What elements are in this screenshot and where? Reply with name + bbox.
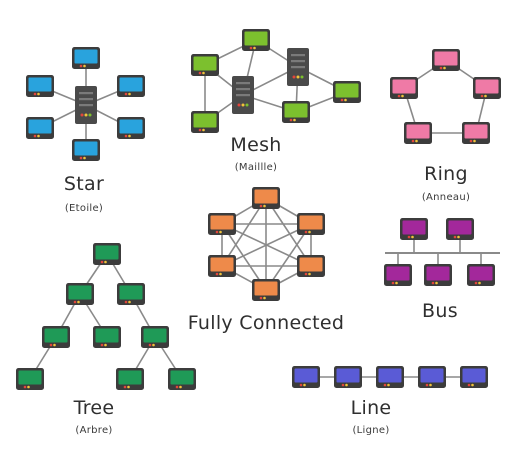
- line-subtitle: (Ligne): [352, 425, 390, 436]
- ring-title: Ring: [424, 163, 468, 185]
- tree-computer: [116, 368, 144, 390]
- devices: [16, 29, 501, 390]
- line-computer: [334, 366, 362, 388]
- fully-connected-link: [221, 197, 267, 267]
- ring-computer: [390, 77, 418, 99]
- mesh-computer: [333, 81, 361, 103]
- star-hub-server: [75, 86, 97, 124]
- star-computer: [26, 75, 54, 97]
- bus-computer: [446, 218, 474, 240]
- star-computer: [26, 117, 54, 139]
- line-computer: [292, 366, 320, 388]
- star-subtitle: (Etoile): [64, 203, 104, 214]
- fully-connected-title: Fully Connected: [187, 312, 345, 334]
- star-title: Star: [63, 173, 105, 195]
- tree-computer: [42, 326, 70, 348]
- mesh-title: Mesh: [230, 134, 282, 156]
- bus-title: Bus: [422, 300, 458, 322]
- tree-subtitle: (Arbre): [75, 425, 113, 436]
- ring-computer: [462, 122, 490, 144]
- star-computer: [72, 139, 100, 161]
- bus-computer: [384, 264, 412, 286]
- line-title: Line: [350, 397, 392, 419]
- tree-computer: [93, 243, 121, 265]
- star-computer: [117, 117, 145, 139]
- fully-connected-computer: [297, 213, 325, 235]
- line-computer: [460, 366, 488, 388]
- ring-computer: [473, 77, 501, 99]
- fully-connected-computer: [252, 187, 280, 209]
- fully-connected-link: [221, 223, 312, 267]
- tree-title: Tree: [73, 397, 115, 419]
- line-computer: [418, 366, 446, 388]
- star-computer: [72, 47, 100, 69]
- bus-computer: [424, 264, 452, 286]
- tree-computer: [168, 368, 196, 390]
- ring-subtitle: (Anneau): [421, 192, 471, 203]
- bus-computer: [467, 264, 495, 286]
- mesh-computer: [191, 111, 219, 133]
- tree-computer: [16, 368, 44, 390]
- tree-computer: [117, 283, 145, 305]
- star-computer: [117, 75, 145, 97]
- fully-connected-computer: [297, 255, 325, 277]
- mesh-server: [232, 76, 254, 114]
- mesh-computer: [191, 54, 219, 76]
- fully-connected-computer: [208, 255, 236, 277]
- tree-computer: [141, 326, 169, 348]
- ring-computer: [432, 49, 460, 71]
- mesh-computer: [242, 29, 270, 51]
- line-computer: [376, 366, 404, 388]
- tree-computer: [66, 283, 94, 305]
- ring-computer: [404, 122, 432, 144]
- mesh-server: [287, 48, 309, 86]
- mesh-subtitle: (Maillle): [234, 162, 278, 173]
- fully-connected-computer: [208, 213, 236, 235]
- mesh-computer: [282, 101, 310, 123]
- fully-connected-computer: [252, 279, 280, 301]
- tree-computer: [93, 326, 121, 348]
- bus-computer: [400, 218, 428, 240]
- fully-connected-link: [265, 197, 312, 267]
